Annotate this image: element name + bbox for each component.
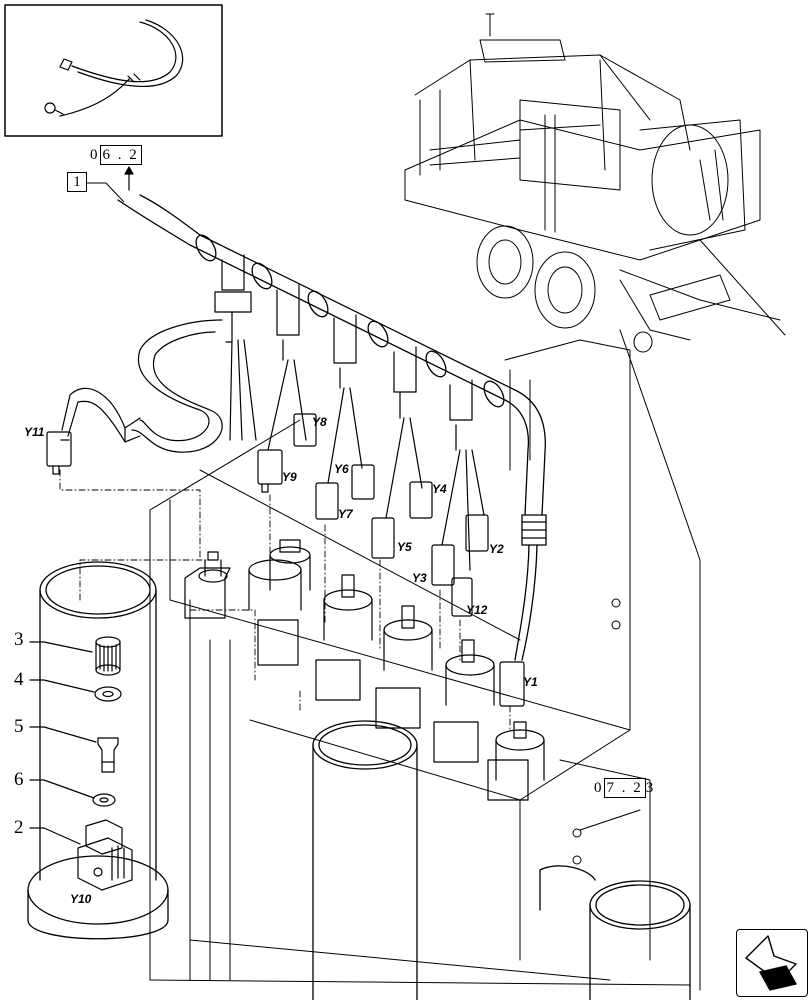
callout-item-1: 1	[67, 172, 87, 192]
connector-label-y9: Y9	[282, 470, 297, 484]
ref-top-prefix: 0	[90, 147, 100, 163]
round-baler-overview	[404, 13, 786, 353]
dashed-routing-lines	[59, 469, 511, 731]
connector-label-y12: Y12	[466, 603, 488, 617]
harness-trunk	[117, 194, 547, 661]
part-number-3: 3	[14, 629, 24, 650]
part-number-4: 4	[14, 669, 24, 690]
ref-bottom-boxed: 7 . 2	[603, 778, 646, 798]
connector-label-y2: Y2	[489, 542, 504, 556]
connector-label-y4: Y4	[432, 482, 447, 496]
exploded-parts	[29, 636, 133, 891]
tubes	[27, 561, 691, 1000]
connector-label-y7: Y7	[338, 507, 353, 521]
connector-label-y1: Y1	[523, 675, 538, 689]
ref-arrow	[124, 166, 134, 191]
valve-block	[149, 329, 701, 991]
part-number-5: 5	[14, 716, 24, 737]
ref-top-boxed: 6 . 2	[99, 145, 142, 165]
connector-label-y8: Y8	[312, 415, 327, 429]
ref-bottom-suffix: 3	[645, 780, 656, 796]
connector-label-y6: Y6	[334, 462, 349, 476]
part-number-2: 2	[14, 817, 24, 838]
solenoid-coils	[184, 539, 545, 801]
connector-label-y5: Y5	[397, 540, 412, 554]
connector-label-y10: Y10	[70, 892, 92, 906]
callout-leader	[86, 182, 125, 203]
part-number-6: 6	[14, 769, 24, 790]
cable-detail-inset	[4, 4, 223, 137]
connector-label-y3: Y3	[412, 571, 427, 585]
next-page-button[interactable]	[736, 929, 808, 997]
connector-label-y11: Y11	[24, 425, 45, 439]
ref-bottom-prefix: 0	[594, 780, 604, 796]
